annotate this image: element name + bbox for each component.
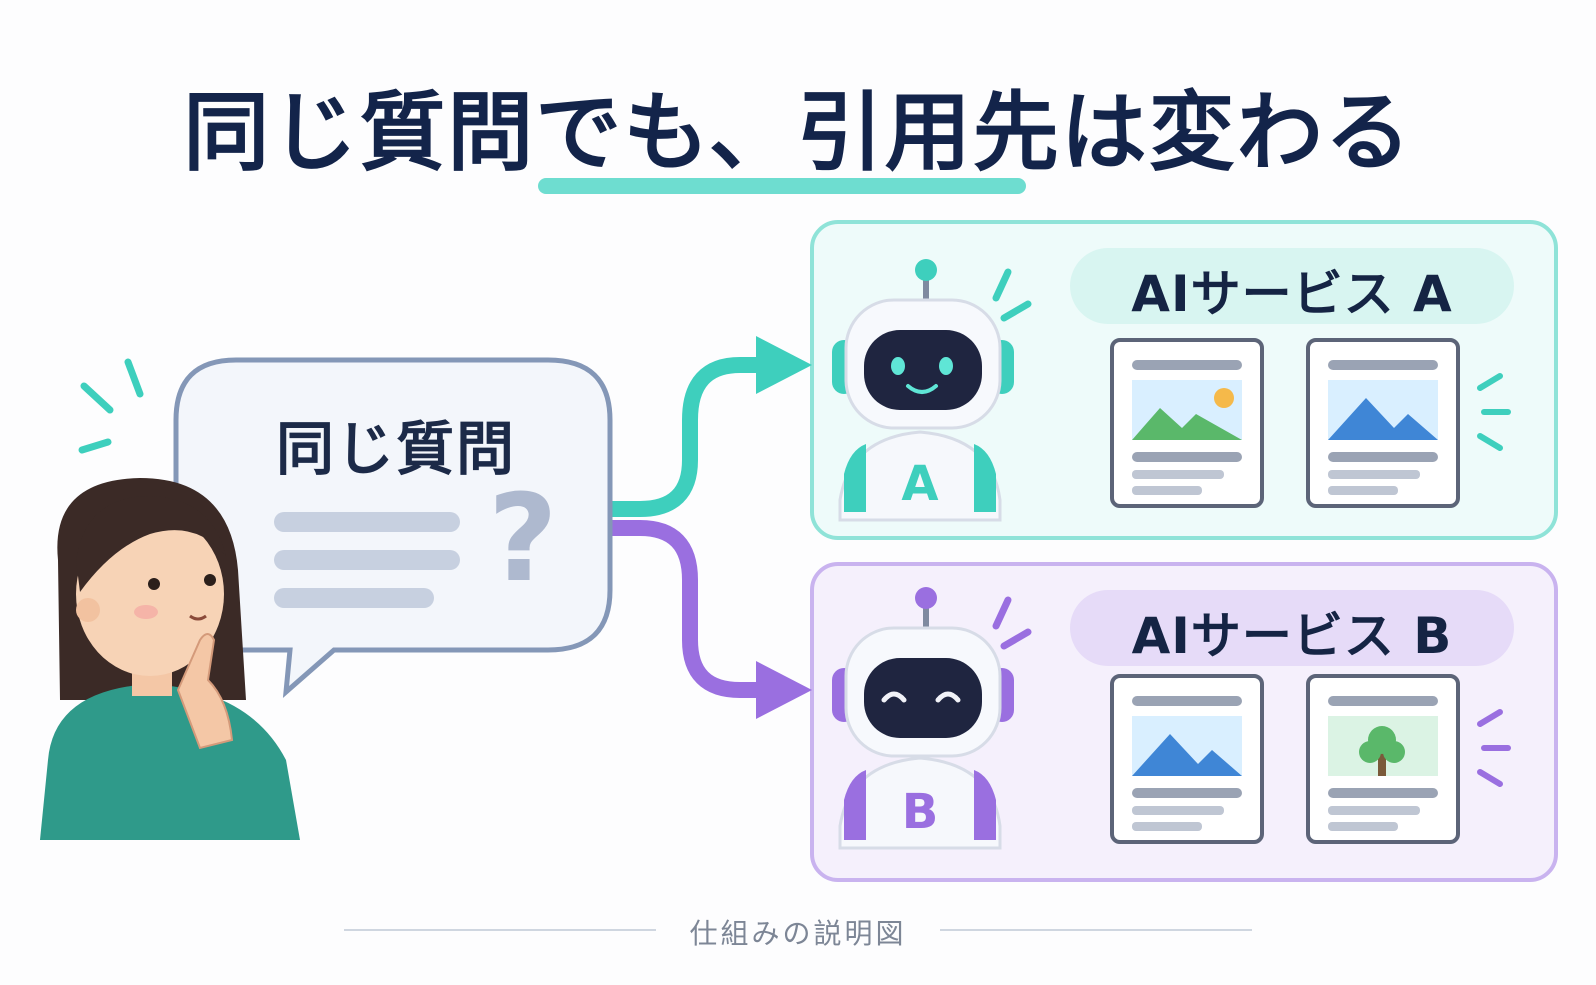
sparkle-icon-robot-a xyxy=(992,268,1032,322)
sparkle-icon-robot-b xyxy=(992,596,1032,650)
robot-a-letter: A xyxy=(901,456,939,512)
document-icon-a2 xyxy=(1306,338,1460,508)
text-placeholder-line xyxy=(274,550,460,570)
person-illustration xyxy=(40,478,300,840)
footer-line-left xyxy=(344,929,656,931)
arrow-icon-to-b xyxy=(604,520,812,719)
service-a-pill xyxy=(1070,248,1514,324)
robot-icon-b xyxy=(832,587,1014,850)
sparkle-icon-docs-b xyxy=(1477,709,1511,787)
robot-b-letter: B xyxy=(901,784,939,840)
document-icon-a1 xyxy=(1110,338,1264,508)
text-placeholder-line xyxy=(274,512,460,532)
footer-line-right xyxy=(940,929,1252,931)
speech-bubble xyxy=(173,357,613,699)
page-title: 同じ質問でも、引用先は変わる xyxy=(183,83,1413,183)
tree-icon xyxy=(1359,726,1405,776)
text-placeholder-line xyxy=(274,588,434,608)
question-bubble-label: 同じ質問 xyxy=(275,415,516,483)
title-underline xyxy=(538,178,1026,194)
service-b-label: AIサービス B xyxy=(1131,607,1453,665)
sparkle-icon-person xyxy=(78,358,144,454)
arrow-icon-to-a xyxy=(604,336,812,517)
sparkle-icon-docs-a xyxy=(1477,373,1511,451)
service-b-pill xyxy=(1070,590,1514,666)
robot-icon-a xyxy=(832,259,1014,522)
question-mark-icon: ? xyxy=(488,470,558,609)
document-icon-b1 xyxy=(1110,674,1264,844)
service-a-label: AIサービス A xyxy=(1131,265,1453,323)
footer-caption: 仕組みの説明図 xyxy=(689,917,907,950)
document-icon-b2 xyxy=(1306,674,1460,844)
